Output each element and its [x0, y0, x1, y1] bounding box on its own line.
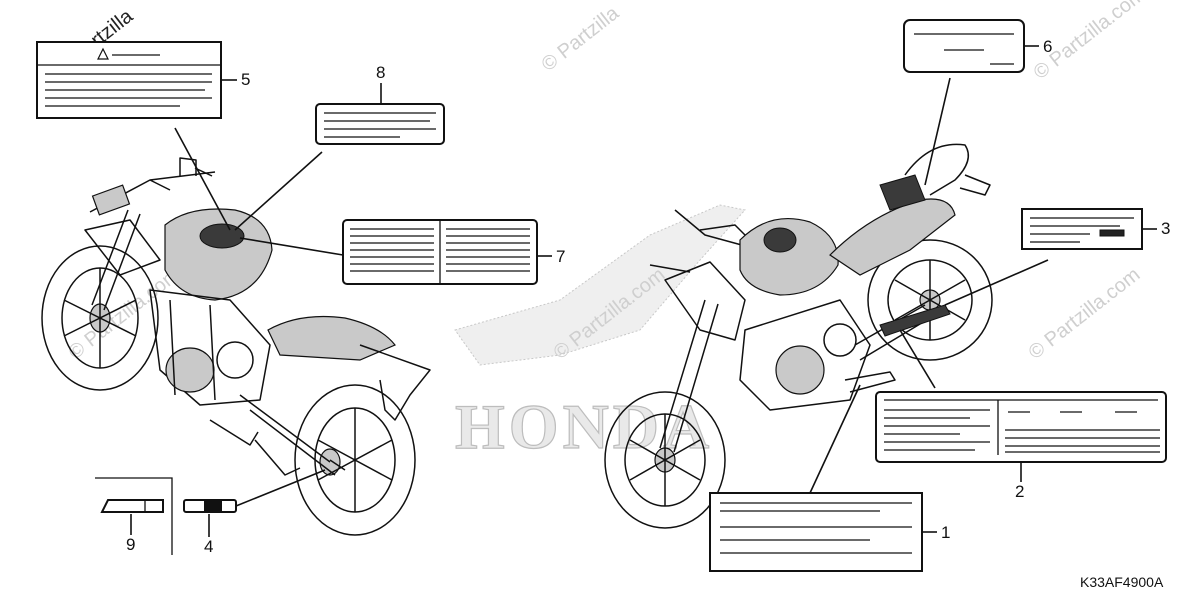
fuel-tank — [164, 208, 273, 301]
tank-cap — [199, 223, 245, 249]
front-wheel — [41, 245, 159, 391]
callout-3: 3 — [1161, 219, 1170, 238]
tire-valve-icon — [1099, 229, 1125, 237]
warning-triangle-icon — [97, 47, 109, 60]
label-group-bracket — [95, 477, 173, 555]
callout-6: 6 — [1043, 37, 1052, 56]
motorcycle-right-view — [604, 143, 993, 529]
label-9-shape — [100, 499, 164, 513]
callout-9: 9 — [126, 535, 135, 554]
tank-logo — [763, 227, 797, 253]
diagram-code: K33AF4900A — [1080, 574, 1164, 590]
label-3-box — [1021, 208, 1143, 250]
label-4 — [183, 499, 237, 513]
callout-1: 1 — [941, 523, 950, 542]
label-6 — [903, 19, 1025, 73]
motorcycle-left-view — [41, 157, 431, 536]
label-7 — [342, 219, 538, 285]
label-9 — [100, 499, 164, 513]
watermark-mid-right: © Partzilla.com — [1025, 264, 1145, 364]
callout-5: 5 — [241, 70, 250, 89]
callout-7: 7 — [556, 247, 565, 266]
honda-wing-mark — [454, 204, 746, 366]
label-8 — [315, 103, 445, 145]
callout-8: 8 — [376, 63, 385, 82]
callout-4: 4 — [204, 537, 213, 556]
callout-2: 2 — [1015, 482, 1024, 501]
rear-wheel — [294, 384, 416, 536]
front-wheel-right — [604, 391, 726, 529]
seat-right — [829, 198, 956, 276]
label-1 — [709, 492, 923, 572]
seat — [267, 315, 396, 361]
label-5 — [36, 41, 222, 119]
rear-wheel-right — [867, 239, 993, 361]
label-1-box — [709, 492, 923, 572]
label-8-box — [315, 103, 445, 145]
label-2 — [875, 391, 1167, 463]
watermark-top-center: © Partzilla — [538, 2, 624, 76]
label-3 — [1021, 208, 1143, 250]
